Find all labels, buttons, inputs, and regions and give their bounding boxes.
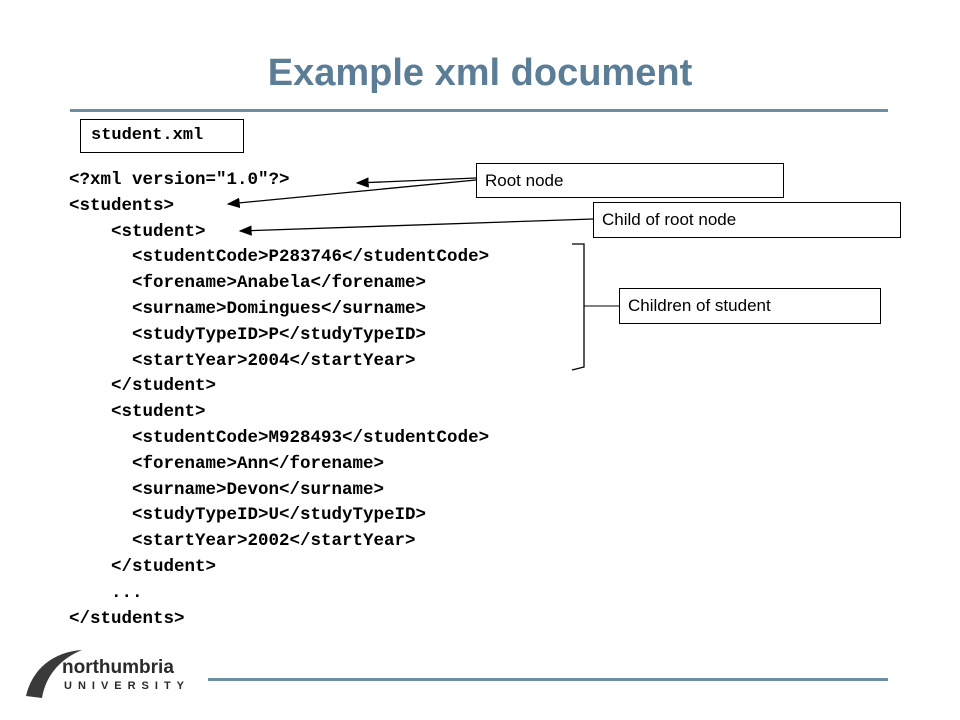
child-node-arrow	[238, 218, 594, 236]
logo-swoosh-icon	[26, 650, 82, 698]
code-line: <studyTypeID>U</studyTypeID>	[69, 505, 427, 526]
filename-label: student.xml	[80, 119, 244, 153]
code-line: <surname>Devon</surname>	[69, 479, 385, 500]
code-line: <studyTypeID>P</studyTypeID>	[69, 324, 427, 345]
code-line: <student>	[69, 221, 206, 242]
code-line: ...	[69, 582, 143, 603]
title-divider	[70, 109, 888, 112]
logo-subtitle: UNIVERSITY	[64, 680, 191, 692]
root-node-arrow-2	[226, 179, 477, 209]
child-of-root-callout: Child of root node	[593, 202, 901, 238]
code-line: <startYear>2002</startYear>	[69, 531, 416, 552]
footer-divider	[208, 678, 888, 681]
slide-title: Example xml document	[267, 52, 693, 94]
code-line: </student>	[69, 556, 217, 577]
code-line: <surname>Domingues</surname>	[69, 298, 427, 319]
code-line: </student>	[69, 376, 217, 397]
children-of-student-callout: Children of student	[619, 288, 881, 324]
code-line: <students>	[69, 195, 175, 216]
code-line: <startYear>2004</startYear>	[69, 350, 416, 371]
code-line: </students>	[69, 608, 185, 629]
root-node-callout: Root node	[476, 163, 784, 198]
children-bracket	[571, 243, 585, 371]
code-line: <student>	[69, 402, 206, 423]
code-line: <studentCode>P283746</studentCode>	[69, 247, 490, 268]
code-line: <forename>Anabela</forename>	[69, 273, 427, 294]
root-node-arrow	[355, 177, 477, 188]
xml-code-block: <?xml version="1.0"?> <students> <studen…	[69, 168, 489, 632]
code-line: <?xml version="1.0"?>	[69, 170, 290, 190]
code-line: <forename>Ann</forename>	[69, 453, 385, 474]
code-line: <studentCode>M928493</studentCode>	[69, 427, 490, 448]
logo-wordmark: northumbria	[62, 657, 174, 678]
